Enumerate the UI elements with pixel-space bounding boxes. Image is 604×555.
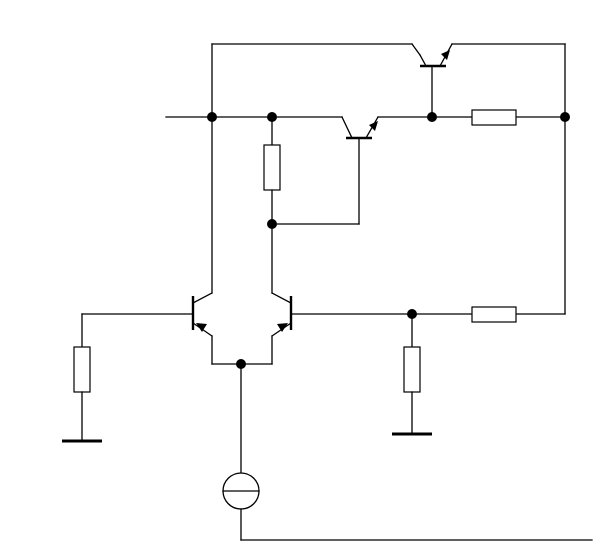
junction-b (267, 112, 277, 122)
junction-f (407, 309, 417, 319)
junction-tail (236, 359, 246, 369)
vertical-bias-resistor-group (263, 116, 281, 294)
current-source (222, 472, 593, 541)
upper-pnp-transistor (419, 43, 453, 68)
resistor-vertical-bias (263, 144, 281, 191)
junction-d (560, 112, 570, 122)
resistor-feedback-top (471, 109, 517, 126)
junction-c (427, 112, 437, 122)
middle-emitter-arrow (369, 121, 378, 131)
upper-emitter-arrow (441, 50, 450, 60)
left-emitter-arrow (196, 323, 207, 332)
right-npn-transistor (271, 292, 413, 337)
junction-e (267, 219, 277, 229)
left-input-resistor-group (62, 313, 102, 443)
junction-a (207, 112, 217, 122)
junction-dots (207, 112, 570, 369)
left-npn-transistor (81, 292, 213, 337)
right-input-resistor-group (392, 306, 517, 436)
resistor-right-input (403, 346, 421, 393)
resistor-left-input (73, 346, 91, 393)
tail-wires (211, 335, 273, 475)
middle-pnp-transistor (271, 116, 379, 225)
resistor-feedback-bottom (471, 306, 517, 323)
upper-rail-wires (165, 43, 566, 315)
right-emitter-arrow (277, 323, 288, 332)
